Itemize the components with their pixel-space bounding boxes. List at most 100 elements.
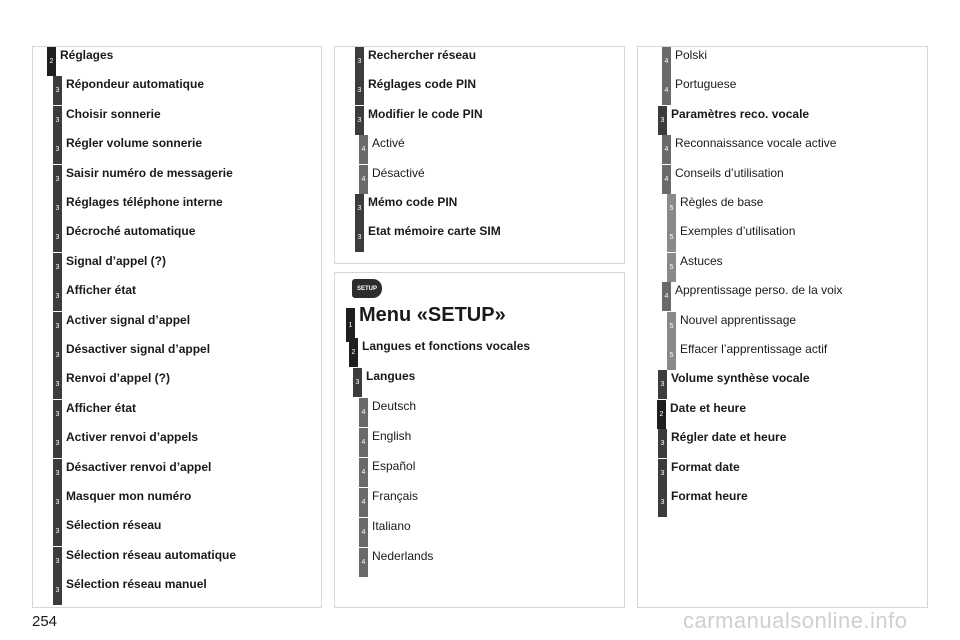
menu-item-label: Deutsch: [372, 399, 417, 413]
menu-item-label: Volume synthèse vocale: [671, 371, 810, 386]
level-badge: 4: [359, 488, 368, 517]
level-badge: 3: [53, 105, 62, 135]
level-badge: 4: [359, 428, 368, 457]
menu-item-label: Désactiver renvoi d’appel: [66, 459, 212, 474]
level-badge: 5: [667, 194, 676, 223]
menu-item-label: Réglages téléphone interne: [66, 195, 223, 209]
menu-item-label: Exemples d’utilisation: [680, 224, 796, 239]
level-badge: 5: [667, 223, 676, 253]
menu-item-label: Règles de base: [680, 195, 764, 209]
level-badge: 3: [53, 341, 62, 370]
level-badge: 3: [658, 105, 667, 135]
setup-icon-label: SETUP: [356, 285, 377, 292]
menu-item-label: Effacer l’apprentissage actif: [680, 342, 828, 356]
level-badge: 3: [355, 47, 364, 76]
level-badge: 3: [53, 546, 62, 576]
level-badge: 3: [53, 429, 62, 459]
level-badge: 4: [359, 398, 368, 427]
menu-item-label: Español: [372, 459, 416, 473]
level-badge: 3: [355, 223, 364, 253]
level-badge: 4: [359, 548, 368, 577]
menu-item-label: Nederlands: [372, 549, 434, 563]
menu-item-label: Désactiver signal d’appel: [66, 342, 211, 356]
menu-item-label: Polski: [675, 48, 708, 62]
level-badge: 4: [662, 76, 671, 106]
level-badge: 3: [658, 429, 667, 459]
level-badge: 3: [53, 282, 62, 312]
menu-item-label: English: [372, 429, 412, 443]
menu-item-label: Nouvel apprentissage: [680, 312, 797, 327]
menu-item-label: Renvoi d’appel (?): [66, 371, 171, 386]
menu-item-label: Répondeur automatique: [66, 77, 205, 92]
menu-item-label: Conseils d’utilisation: [675, 165, 784, 180]
menu-item-label: Format heure: [671, 489, 748, 503]
menu-item-label: Choisir sonnerie: [66, 106, 161, 121]
menu-item-label: Sélection réseau manuel: [66, 577, 207, 592]
level-badge: 1: [346, 308, 355, 342]
level-badge: 3: [53, 223, 62, 253]
setup-icon: SETUP: [352, 279, 382, 298]
level-badge: 3: [53, 194, 62, 223]
level-badge: 3: [658, 370, 667, 400]
menu-item-label: Régler date et heure: [671, 430, 787, 445]
menu-item-label: Menu «SETUP»: [359, 304, 506, 326]
menu-item-label: Sélection réseau: [66, 518, 162, 533]
level-badge: 3: [658, 488, 667, 517]
level-badge: 3: [53, 517, 62, 547]
menu-item-label: Apprentissage perso. de la voix: [675, 283, 843, 298]
level-badge: 3: [53, 311, 62, 341]
level-badge: 3: [53, 76, 62, 106]
menu-item-label: Saisir numéro de messagerie: [66, 165, 233, 180]
menu-item-label: Mémo code PIN: [368, 195, 458, 209]
menu-item-label: Langues et fonctions vocales: [362, 339, 531, 353]
menu-item-label: Masquer mon numéro: [66, 489, 192, 503]
menu-item-label: Décroché automatique: [66, 224, 196, 239]
level-badge: 4: [359, 164, 368, 194]
menu-item-label: Date et heure: [670, 400, 747, 415]
menu-item-label: Signal d’appel (?): [66, 253, 167, 268]
menu-item-label: Italiano: [372, 519, 411, 533]
panel-column3: [637, 46, 928, 608]
menu-item-label: Portuguese: [675, 77, 737, 92]
level-badge: 3: [355, 105, 364, 135]
level-badge: 5: [667, 311, 676, 341]
menu-item-label: Activer renvoi d’appels: [66, 430, 199, 445]
menu-item-label: Sélection réseau automatique: [66, 547, 237, 562]
level-badge: 3: [53, 458, 62, 488]
menu-item-label: Langues: [366, 369, 416, 383]
menu-item-label: Rechercher réseau: [368, 48, 477, 62]
level-badge: 5: [667, 341, 676, 370]
menu-item-label: Réglages code PIN: [368, 77, 477, 92]
level-badge: 4: [662, 164, 671, 194]
level-badge: 3: [53, 164, 62, 194]
level-badge: 3: [658, 458, 667, 488]
menu-item-label: Format date: [671, 459, 740, 474]
menu-item-label: Etat mémoire carte SIM: [368, 224, 501, 239]
menu-item-label: Afficher état: [66, 283, 137, 298]
menu-item-label: Activer signal d’appel: [66, 312, 191, 327]
level-badge: 3: [53, 135, 62, 165]
level-badge: 4: [359, 458, 368, 487]
page-number: 254: [32, 613, 58, 630]
menu-item-label: Reconnaissance vocale active: [675, 136, 837, 151]
panel-column2-top: [334, 46, 625, 264]
level-badge: 3: [53, 252, 62, 282]
menu-item-label: Réglages: [60, 48, 114, 62]
level-badge: 4: [359, 135, 368, 165]
menu-item-label: Activé: [372, 136, 405, 151]
level-badge: 2: [657, 399, 666, 429]
menu-item-label: Paramètres reco. vocale: [671, 106, 810, 121]
level-badge: 4: [662, 135, 671, 165]
level-badge: 3: [355, 194, 364, 223]
menu-item-label: Astuces: [680, 253, 723, 268]
level-badge: 4: [359, 518, 368, 547]
menu-item-label: Désactivé: [372, 165, 425, 180]
menu-item-label: Français: [372, 489, 419, 503]
level-badge: 4: [662, 47, 671, 76]
level-badge: 3: [53, 370, 62, 400]
level-badge: 3: [353, 368, 362, 397]
level-badge: 4: [662, 282, 671, 312]
watermark: carmanualsonline.info: [683, 608, 908, 633]
level-badge: 2: [349, 338, 358, 367]
level-badge: 3: [355, 76, 364, 106]
